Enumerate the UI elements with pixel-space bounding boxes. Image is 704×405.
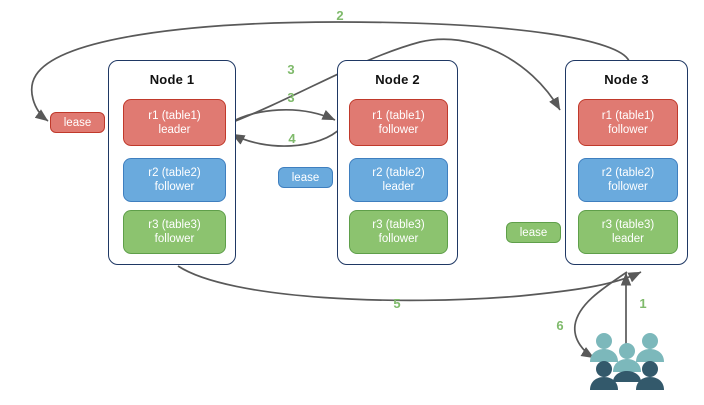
replica-name: r3 (table3) xyxy=(601,219,655,231)
arrow-step-5 xyxy=(177,265,642,302)
replica-name: r3 (table3) xyxy=(148,219,201,231)
replica-name: r2 (table2) xyxy=(372,167,425,179)
step-label-3-upper: 3 xyxy=(287,62,295,77)
replica-name: r2 (table2) xyxy=(148,167,201,179)
replica-name: r2 (table2) xyxy=(601,167,655,179)
replica-r1[interactable]: r1 (table1) follower xyxy=(349,99,448,146)
replica-role: follower xyxy=(378,233,419,245)
replica-r3[interactable]: r3 (table3) follower xyxy=(123,210,226,254)
replica-role: follower xyxy=(154,181,195,193)
step-label-1: 1 xyxy=(639,296,647,311)
replica-role: follower xyxy=(608,181,648,193)
node-box-1[interactable]: Node 1 r1 (table1) leader r2 (table2) fo… xyxy=(108,60,236,265)
lease-label: lease xyxy=(291,171,320,184)
step-label-5: 5 xyxy=(393,296,401,311)
arrow-step-6 xyxy=(573,271,628,359)
replica-role: follower xyxy=(608,123,648,136)
replica-name: r1 (table1) xyxy=(601,109,655,122)
step-label-3-lower: 3 xyxy=(287,90,295,105)
replica-r1[interactable]: r1 (table1) follower xyxy=(578,99,678,146)
replica-role: follower xyxy=(378,123,419,136)
arrow-step-3-upper xyxy=(227,38,561,125)
replica-name: r1 (table1) xyxy=(148,109,201,122)
step-label-4: 4 xyxy=(288,131,296,146)
replica-role: leader xyxy=(382,181,415,193)
node-title: Node 3 xyxy=(604,72,649,87)
replica-r2[interactable]: r2 (table2) follower xyxy=(578,158,678,202)
replica-r2[interactable]: r2 (table2) follower xyxy=(123,158,226,202)
step-label-6: 6 xyxy=(556,318,564,333)
replica-name: r1 (table1) xyxy=(372,109,425,122)
people-icon xyxy=(590,333,664,390)
replica-r3[interactable]: r3 (table3) follower xyxy=(349,210,448,254)
node-title: Node 2 xyxy=(375,72,420,87)
node-box-2[interactable]: Node 2 r1 (table1) follower r2 (table2) … xyxy=(337,60,458,265)
replica-role: follower xyxy=(154,233,195,245)
lease-label: lease xyxy=(63,116,92,129)
replica-role: leader xyxy=(158,123,191,136)
node-box-3[interactable]: Node 3 r1 (table1) follower r2 (table2) … xyxy=(565,60,688,265)
replica-name: r3 (table3) xyxy=(372,219,425,231)
arrow-step-4 xyxy=(231,126,343,147)
lease-label: lease xyxy=(519,226,548,239)
node-title: Node 1 xyxy=(149,72,195,87)
arrow-step-3-lower xyxy=(227,108,336,125)
replica-r2[interactable]: r2 (table2) leader xyxy=(349,158,448,202)
lease-badge-red[interactable]: lease xyxy=(50,112,105,133)
lease-badge-green[interactable]: lease xyxy=(506,222,561,243)
arrow-step-2 xyxy=(31,21,630,122)
replica-r3[interactable]: r3 (table3) leader xyxy=(578,210,678,254)
replica-r1[interactable]: r1 (table1) leader xyxy=(123,99,226,146)
step-label-2: 2 xyxy=(336,8,344,23)
lease-badge-blue[interactable]: lease xyxy=(278,167,333,188)
replica-role: leader xyxy=(612,233,644,245)
